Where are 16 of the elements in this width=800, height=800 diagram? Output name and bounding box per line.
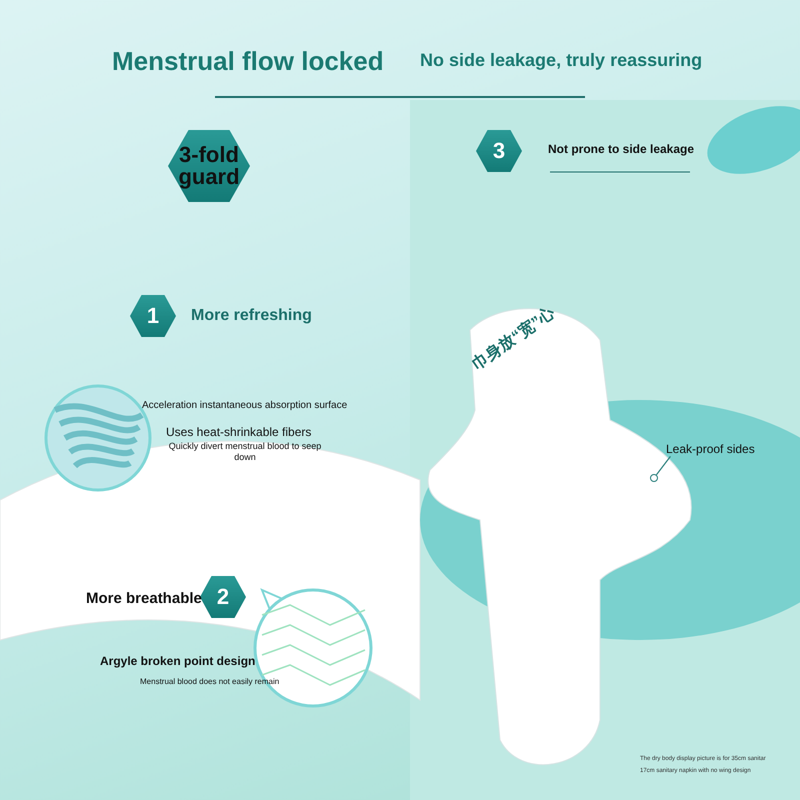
leader-dot bbox=[650, 474, 658, 482]
feature-heading: More refreshing bbox=[191, 306, 312, 326]
pad-slogan: 巾身放“宽”心 bbox=[469, 303, 559, 374]
leader-line bbox=[656, 456, 671, 476]
feature-heading: More breathable bbox=[86, 590, 202, 608]
heading-badge: 3-fold guard bbox=[168, 130, 250, 202]
number-badge: 1 bbox=[130, 295, 176, 337]
feature-note: Menstrual blood does not easily remain bbox=[140, 677, 280, 687]
feature-subheading: Uses heat-shrinkable fibers bbox=[166, 425, 312, 440]
feature-heading: Not prone to side leakage bbox=[548, 142, 694, 156]
feature-note: Quickly divert menstrual blood to seep down bbox=[168, 441, 322, 463]
feature-subheading: Argyle broken point design bbox=[100, 654, 256, 668]
callout-text: Leak-proof sides bbox=[666, 442, 755, 456]
title: Menstrual flow locked bbox=[112, 46, 384, 78]
subtitle: No side leakage, truly reassuring bbox=[420, 50, 702, 72]
feature-note: Acceleration instantaneous absorption surface bbox=[142, 400, 348, 412]
